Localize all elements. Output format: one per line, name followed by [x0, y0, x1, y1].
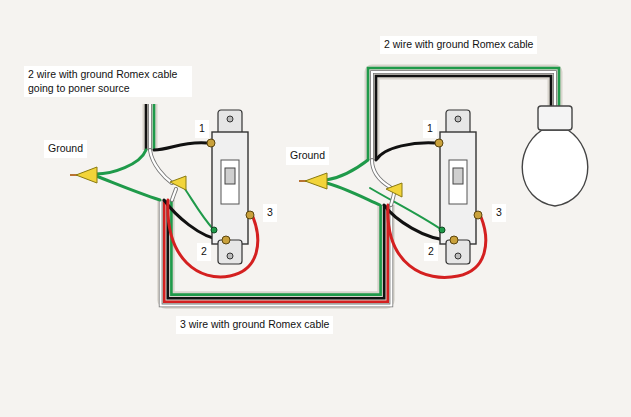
- cable-wire: [161, 200, 392, 305]
- neutral-wire: [391, 193, 394, 205]
- ground-wire: [96, 176, 160, 200]
- cable-wire: [145, 104, 148, 150]
- wire-nut: [76, 167, 97, 183]
- neutral-wire: [372, 160, 390, 187]
- switched-wire: [376, 143, 435, 160]
- cable-label: 2 wire with ground Romex cable: [380, 36, 537, 54]
- callout-number: 3: [263, 204, 277, 222]
- cable-sheath: [166, 200, 386, 300]
- cable-wire: [161, 200, 392, 305]
- wire-nut: [386, 183, 402, 197]
- three-way-switch: [435, 110, 482, 264]
- neutral-wire: [172, 189, 176, 200]
- cable-wire: [149, 104, 151, 150]
- ground-label: Ground: [286, 147, 329, 165]
- neutral-wire: [372, 160, 390, 187]
- wire-nut: [170, 176, 186, 190]
- callout-number: 1: [195, 120, 209, 138]
- cable-wire: [148, 104, 152, 150]
- ground-label: Ground: [44, 140, 87, 158]
- lamp-socket: [538, 106, 572, 130]
- neutral-wire: [172, 189, 176, 200]
- three-way-switch: [207, 110, 254, 264]
- ground-wire: [326, 160, 368, 180]
- ground-wire: [326, 183, 380, 205]
- cables: [146, 68, 559, 305]
- cable-wire: [168, 200, 384, 298]
- ground-wire: [96, 150, 146, 174]
- neutral-wire: [150, 150, 172, 183]
- cable-wire: [164, 200, 388, 302]
- callout-number: 1: [423, 120, 437, 138]
- cable-label: 3 wire with ground Romex cable: [176, 316, 333, 334]
- callout-number: 3: [492, 204, 506, 222]
- light-bulb: [522, 130, 588, 206]
- light-fixture: [522, 106, 588, 206]
- neutral-wire: [391, 193, 394, 205]
- wire-nut: [305, 173, 327, 189]
- wires: [96, 143, 486, 278]
- hot-wire: [154, 143, 207, 150]
- callout-number: 2: [197, 243, 211, 261]
- cable-wire: [153, 104, 156, 150]
- cable-label: 2 wire with ground Romex cable going to …: [24, 66, 192, 97]
- cable-sheath: [143, 104, 158, 150]
- callout-number: 2: [424, 243, 438, 261]
- neutral-wire: [150, 150, 172, 183]
